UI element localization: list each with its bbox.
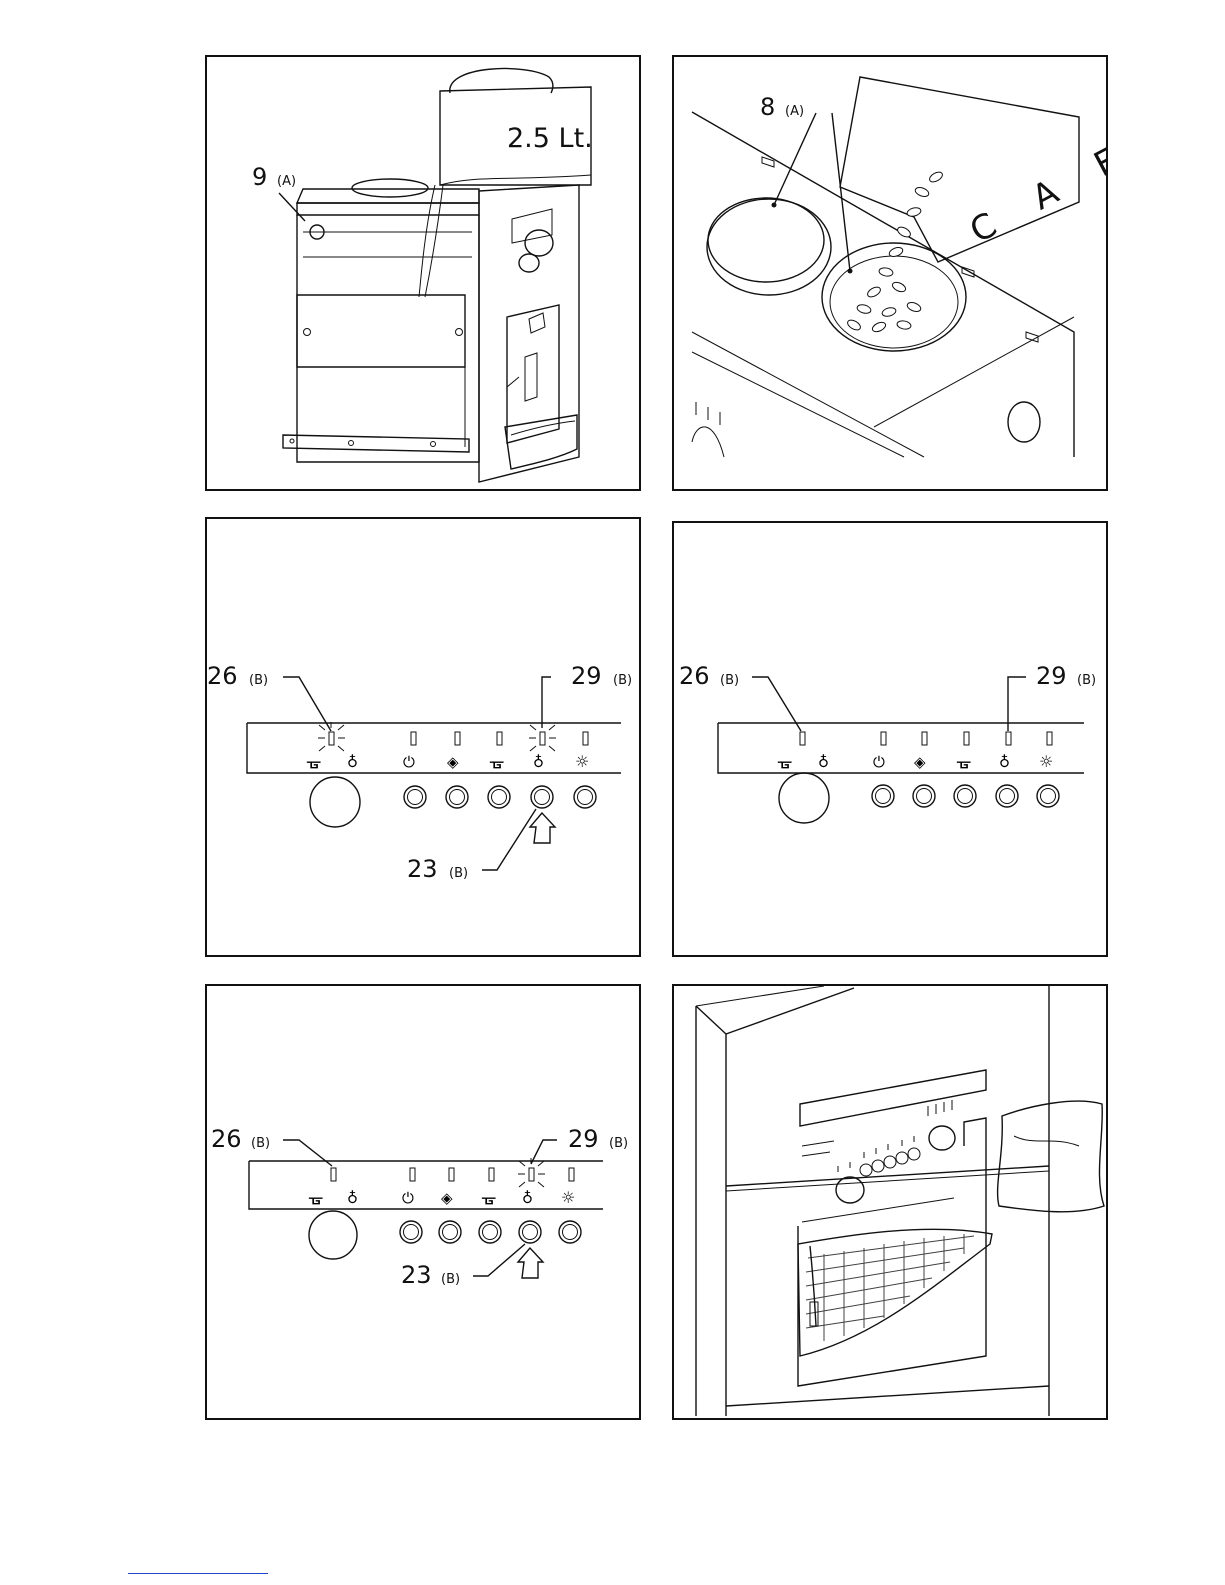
selector-knob[interactable] <box>779 773 829 823</box>
coffee-icon: ♁ <box>533 753 544 771</box>
bean-illustration: C A F 8 (A) <box>674 57 1108 491</box>
callout-8-ref: (A) <box>785 104 804 119</box>
callout-26-number: 26 <box>207 662 238 690</box>
callout-23-number: 23 <box>401 1261 432 1289</box>
callout-26-number: 26 <box>211 1125 242 1153</box>
callout-8-number: 8 <box>760 93 775 121</box>
figure-4-control-panel: ᚗ ♁ ⏻ ◈ ᚗ ♁ ☼ 26 (B) 29 (B) <box>672 521 1108 957</box>
control-panel-illustration: ᚗ ♁ ⏻ ◈ ᚗ ♁ ☼ 26 (B) 29 (B) <box>674 523 1108 957</box>
steam-wand-icon: ᚗ <box>481 1188 496 1208</box>
machine-illustration: 2.5 Lt. 9 (A) <box>207 57 641 491</box>
callout-9-number: 9 <box>252 163 267 191</box>
figure-1-water-tank: 2.5 Lt. 9 (A) <box>205 55 641 491</box>
figure-5-control-panel: ᚗ ♁ ⏻ ◈ ᚗ ♁ ☼ 26 (B) 29 (B) 23 (B) <box>205 984 641 1420</box>
callout-29-number: 29 <box>571 662 602 690</box>
steam-wand-icon: ᚗ <box>489 752 504 772</box>
control-panel-illustration: ᚗ ♁ ⏻ ◈ ᚗ ♁ ☼ 26 (B) 29 (B) 23 (B) <box>207 519 641 957</box>
steam-wand-icon: ᚗ <box>956 752 971 772</box>
panel-buttons[interactable] <box>872 785 1059 807</box>
panel-buttons[interactable] <box>404 786 596 808</box>
coffee-icon: ♁ <box>818 753 829 771</box>
figure-6-cleaning <box>672 984 1108 1420</box>
knob-right[interactable] <box>929 1126 955 1150</box>
coffee-icon: ♁ <box>347 1189 358 1207</box>
selector-knob[interactable] <box>310 777 360 827</box>
callout-26-ref: (B) <box>251 1136 270 1151</box>
steam-wand-icon: ᚗ <box>306 752 321 772</box>
callout-29-number: 29 <box>568 1125 599 1153</box>
water-tank-label: 2.5 Lt. <box>507 123 593 154</box>
callout-29-ref: (B) <box>609 1136 628 1151</box>
bean-bag-text: C A F <box>964 132 1108 251</box>
power-icon: ⏻ <box>873 753 885 771</box>
figure-2-bean-container: C A F 8 (A) <box>672 55 1108 491</box>
coffee-icon: ♁ <box>522 1189 533 1207</box>
callout-9-ref: (A) <box>277 174 296 189</box>
descale-icon: ◈ <box>914 753 926 771</box>
light-icon: ☼ <box>1039 752 1053 771</box>
cleaning-illustration <box>674 986 1108 1420</box>
power-icon: ⏻ <box>403 753 415 771</box>
panel-buttons[interactable] <box>400 1221 581 1243</box>
callout-26-ref: (B) <box>249 673 268 688</box>
press-arrow-icon <box>518 1248 543 1278</box>
cleaning-cloth <box>998 1101 1104 1212</box>
callout-26-ref: (B) <box>720 673 739 688</box>
coffee-icon: ♁ <box>999 753 1010 771</box>
descale-icon: ◈ <box>447 753 459 771</box>
press-arrow-icon <box>530 813 555 843</box>
callout-29-ref: (B) <box>1077 673 1096 688</box>
figure-3-control-panel: ᚗ ♁ ⏻ ◈ ᚗ ♁ ☼ 26 (B) 29 (B) 23 (B) <box>205 517 641 957</box>
coffee-icon: ♁ <box>347 753 358 771</box>
steam-wand-icon: ᚗ <box>308 1188 323 1208</box>
light-icon: ☼ <box>575 752 589 771</box>
callout-29-number: 29 <box>1036 662 1067 690</box>
light-icon: ☼ <box>561 1188 575 1207</box>
footer-rule <box>128 1573 268 1574</box>
callout-29-ref: (B) <box>613 673 632 688</box>
power-icon: ⏻ <box>402 1189 414 1207</box>
descale-icon: ◈ <box>441 1189 453 1207</box>
selector-knob[interactable] <box>309 1211 357 1259</box>
callout-26-number: 26 <box>679 662 710 690</box>
led-26-blinking <box>318 722 345 751</box>
callout-23-ref: (B) <box>449 866 468 881</box>
knob-left[interactable] <box>836 1177 864 1203</box>
callout-23-ref: (B) <box>441 1272 460 1287</box>
control-panel-illustration: ᚗ ♁ ⏻ ◈ ᚗ ♁ ☼ 26 (B) 29 (B) 23 (B) <box>207 986 641 1420</box>
steam-wand-icon: ᚗ <box>777 752 792 772</box>
callout-23-number: 23 <box>407 855 438 883</box>
